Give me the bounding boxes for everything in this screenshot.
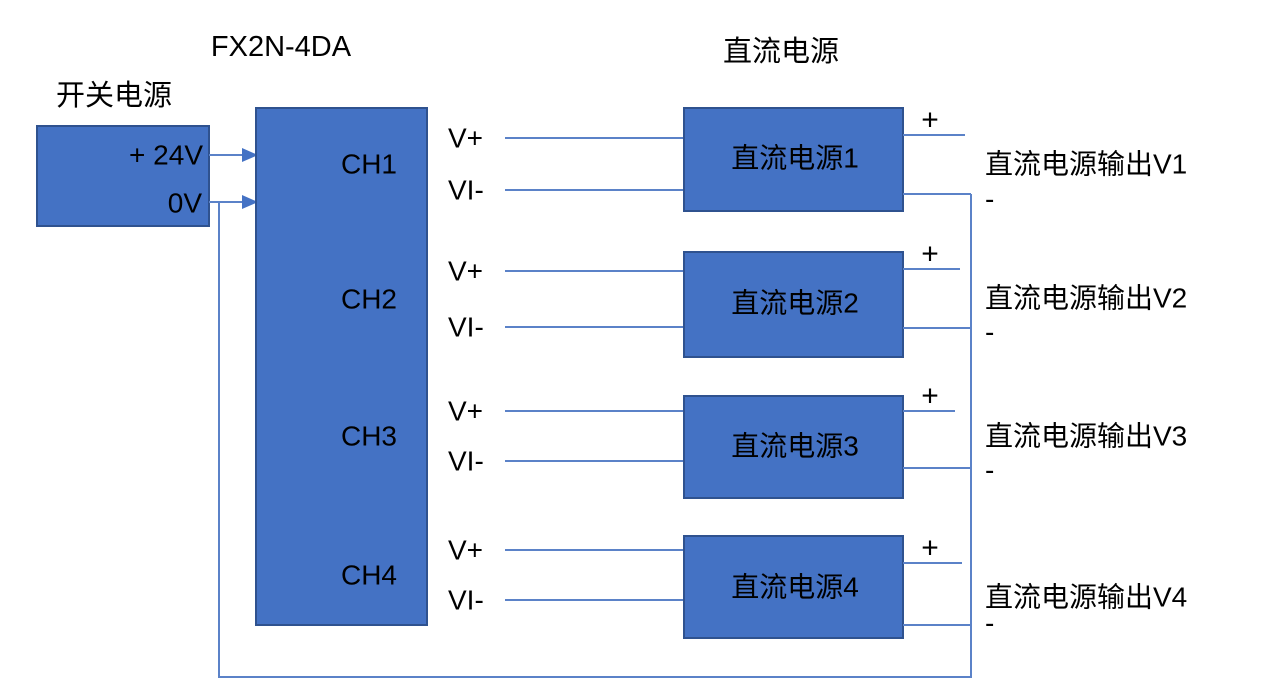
arrowhead-0v-icon [242,195,258,209]
plus-sign-4: + [921,532,939,565]
channel-label-ch2: CH2 [341,284,397,315]
viminus-label-ch4: VI- [448,585,484,616]
dc-source-label-4: 直流电源4 [731,572,859,603]
channel-label-ch1: CH1 [341,149,397,180]
minus-sign-4: - [985,608,994,639]
vplus-label-ch1: V+ [448,123,483,154]
output-label-4: 直流电源输出V4 [985,582,1187,613]
module-box [255,107,428,626]
minus-sign-1: - [985,184,994,215]
channel-label-ch3: CH3 [341,421,397,452]
minus-sign-2: - [985,317,994,348]
dc-source-label-2: 直流电源2 [731,288,859,319]
output-label-1: 直流电源输出V1 [985,149,1187,180]
dc-source-label-3: 直流电源3 [731,431,859,462]
output-label-2: 直流电源输出V2 [985,283,1187,314]
terminal-24v-label: + 24V [129,140,203,171]
dc-source-box-2 [683,251,904,358]
dc-source-label-1: 直流电源1 [731,143,859,174]
output-label-3: 直流电源输出V3 [985,421,1187,452]
plus-sign-2: + [921,238,939,271]
dc-source-box-4 [683,535,904,639]
vplus-label-ch4: V+ [448,535,483,566]
arrowhead-24v-icon [242,148,258,162]
terminal-0v-label: 0V [168,188,203,219]
vplus-label-ch2: V+ [448,256,483,287]
module-title: FX2N-4DA [211,31,352,63]
channel-label-ch4: CH4 [341,560,397,591]
plus-sign-1: + [921,104,939,137]
dc-source-box-1 [683,107,904,212]
viminus-label-ch3: VI- [448,446,484,477]
switch-power-box [36,125,210,227]
wire-0v [209,195,258,209]
switch-power-title: 开关电源 [56,79,172,112]
vplus-label-ch3: V+ [448,396,483,427]
wire-24v [209,148,258,162]
viminus-label-ch2: VI- [448,312,484,343]
minus-sign-3: - [985,455,994,486]
viminus-label-ch1: VI- [448,175,484,206]
plus-sign-3: + [921,380,939,413]
common-ground-wire [218,194,972,678]
dc-source-box-3 [683,395,904,499]
dc-power-group-title: 直流电源 [723,35,839,68]
